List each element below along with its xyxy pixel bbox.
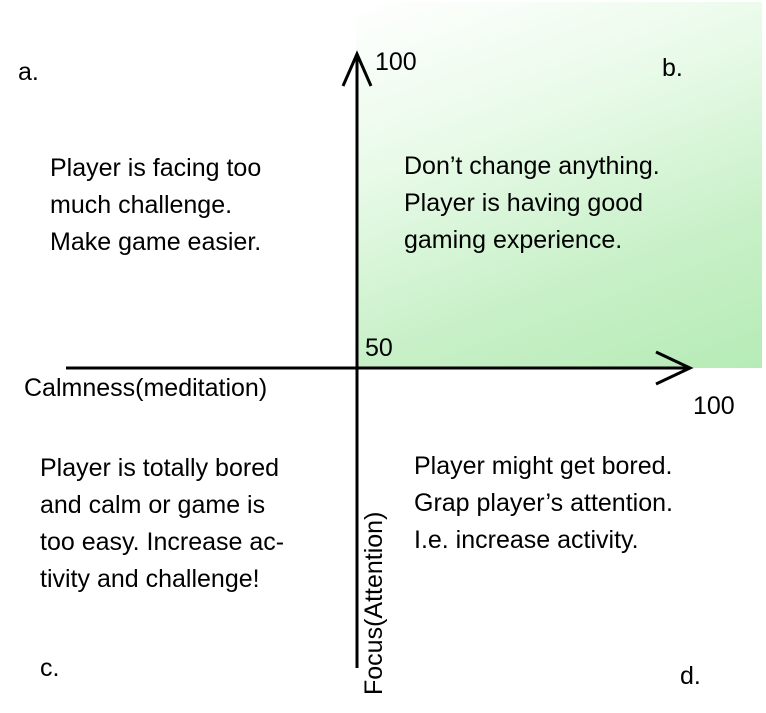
quadrant-d-line: I.e. increase activity. bbox=[414, 526, 639, 554]
quadrant-label-c: c. bbox=[40, 654, 60, 682]
good-experience-zone bbox=[356, 2, 762, 368]
quadrant-b-text: Don’t change anything. Player is having … bbox=[404, 148, 660, 259]
x-axis-arrowhead bbox=[655, 350, 694, 386]
quadrant-label-a: a. bbox=[18, 58, 39, 86]
y-axis-max-label: 100 bbox=[375, 48, 417, 76]
quadrant-c-line: Player is totally bored bbox=[40, 454, 280, 482]
y-axis-arrowhead bbox=[341, 50, 373, 87]
quadrant-c-line: too easy. Increase ac- bbox=[40, 528, 285, 556]
quadrant-c-line: and calm or game is bbox=[40, 491, 266, 519]
quadrant-c-text: Player is totally bored and calm or game… bbox=[40, 450, 284, 598]
quadrant-a-line: Make game easier. bbox=[50, 228, 262, 256]
origin-value-label: 50 bbox=[365, 334, 393, 362]
quadrant-b-line: gaming experience. bbox=[404, 226, 623, 254]
y-axis-label: Focus(Attention) bbox=[360, 511, 388, 695]
x-axis-max-label: 100 bbox=[693, 392, 735, 420]
quadrant-label-b: b. bbox=[662, 54, 683, 82]
quadrant-d-line: Grap player’s attention. bbox=[414, 489, 673, 517]
quadrant-b-line: Player is having good bbox=[404, 189, 644, 217]
quadrant-d-line: Player might get bored. bbox=[414, 452, 673, 480]
quadrant-a-line: much challenge. bbox=[50, 191, 233, 219]
quadrant-label-d: d. bbox=[680, 662, 701, 690]
quadrant-d-text: Player might get bored. Grap player’s at… bbox=[414, 448, 673, 559]
quadrant-c-line: tivity and challenge! bbox=[40, 565, 260, 593]
quadrant-a-line: Player is facing too bbox=[50, 154, 262, 182]
quadrant-a-text: Player is facing too much challenge. Mak… bbox=[50, 150, 261, 261]
x-axis-label: Calmness(meditation) bbox=[24, 374, 268, 402]
quadrant-b-line: Don’t change anything. bbox=[404, 152, 660, 180]
